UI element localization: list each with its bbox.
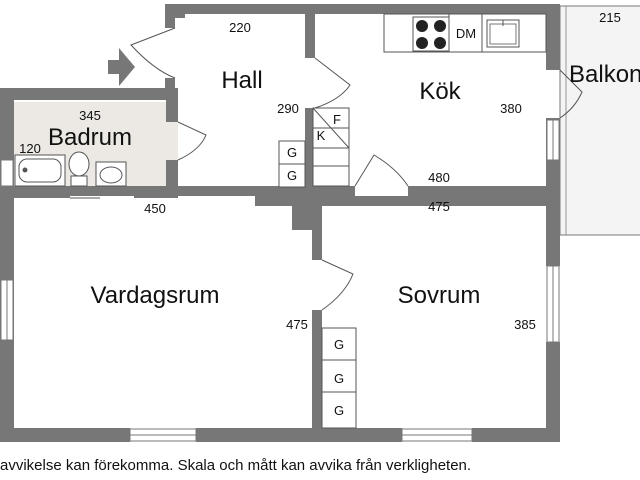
washbasin bbox=[95, 161, 127, 187]
dim-vardagsrum-right: 475 bbox=[286, 317, 308, 332]
bathtub bbox=[14, 154, 66, 187]
dim-kok-bottom: 480 bbox=[428, 170, 450, 185]
dim-balkong-top: 215 bbox=[599, 10, 621, 25]
room-label-badrum: Badrum bbox=[48, 124, 132, 151]
doors bbox=[70, 27, 583, 311]
bedroom-wardrobes bbox=[321, 327, 357, 429]
room-label-hall: Hall bbox=[221, 67, 262, 94]
walls bbox=[0, 4, 560, 442]
windows bbox=[0, 119, 560, 442]
freezer-label: F bbox=[333, 112, 341, 127]
fridge-label: K bbox=[317, 128, 326, 143]
dim-sovrum-top: 475 bbox=[428, 199, 450, 214]
kitchen-counter bbox=[383, 13, 547, 53]
dim-badrum-left: 120 bbox=[19, 141, 41, 156]
dim-hall-top: 220 bbox=[229, 20, 251, 35]
wardrobe-label-bed-3: G bbox=[334, 403, 344, 418]
balcony bbox=[559, 5, 640, 236]
room-label-balkong: Balkon bbox=[569, 61, 640, 88]
room-label-vardagsrum: Vardagsrum bbox=[91, 282, 220, 309]
wardrobe-label-hall-2: G bbox=[287, 168, 297, 183]
dim-hall-right: 290 bbox=[277, 101, 299, 116]
wardrobe-label-hall-1: G bbox=[287, 145, 297, 160]
toilet bbox=[68, 151, 90, 187]
fridge-freezer bbox=[312, 107, 350, 187]
dim-sovrum-right: 385 bbox=[514, 317, 536, 332]
dim-vardagsrum-top: 450 bbox=[144, 201, 166, 216]
dim-kok-right: 380 bbox=[500, 101, 522, 116]
room-label-sovrum: Sovrum bbox=[398, 282, 481, 309]
wardrobe-label-bed-1: G bbox=[334, 337, 344, 352]
hall-wardrobes bbox=[278, 140, 306, 188]
entrance-arrow bbox=[108, 48, 135, 86]
room-label-kok: Kök bbox=[419, 78, 461, 105]
wardrobe-label-bed-2: G bbox=[334, 371, 344, 386]
dim-badrum-top: 345 bbox=[79, 108, 101, 123]
disclaimer-text: avvikelse kan förekomma. Skala och mått … bbox=[0, 457, 472, 474]
dishwasher-label: DM bbox=[456, 26, 476, 41]
